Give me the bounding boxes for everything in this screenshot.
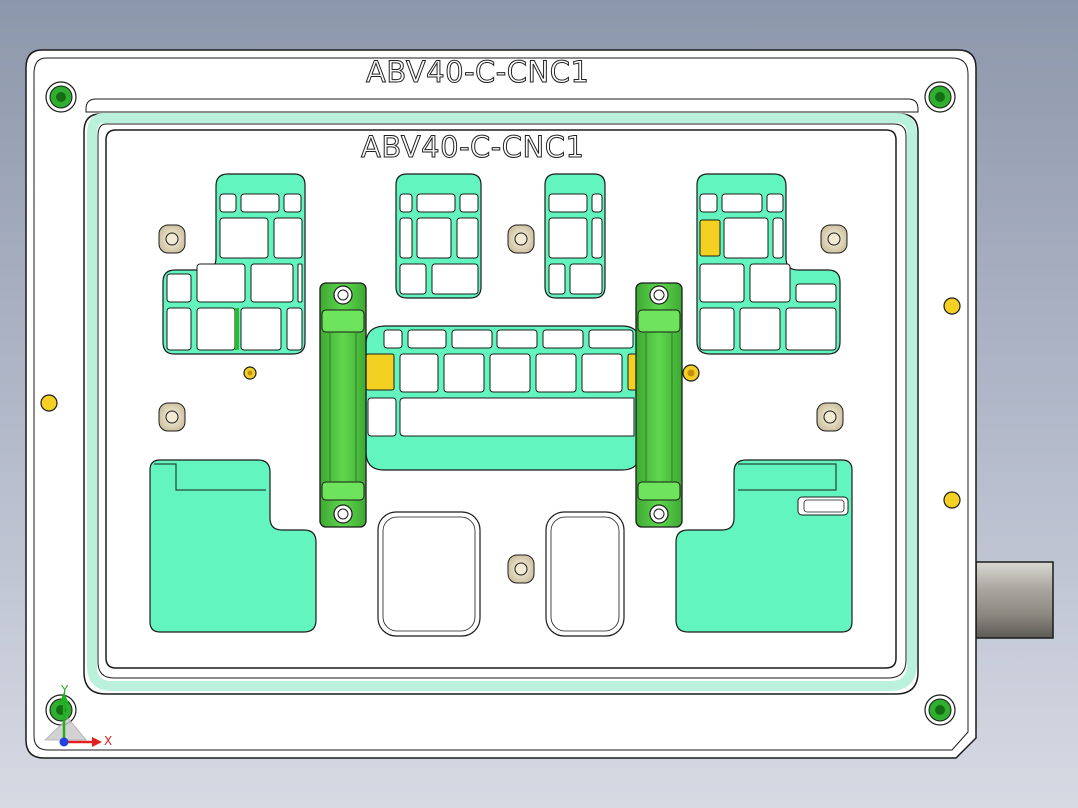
side-cylinder: [975, 561, 1054, 639]
clamp-left[interactable]: [319, 282, 367, 528]
axis-x-label: X: [104, 734, 112, 748]
pocket-bottom-left: [377, 511, 481, 637]
corner-screw-top-right: [924, 81, 956, 113]
axis-triad[interactable]: X Y: [44, 683, 112, 748]
pocket-mint-band: [87, 113, 917, 691]
inner-part-label: ABV40-C-CNC1: [361, 130, 584, 164]
clamp-right[interactable]: [635, 282, 683, 528]
hex-bolt: [820, 224, 848, 254]
dowel-pin: [40, 394, 58, 412]
pocket-rim: [85, 98, 919, 113]
locator-pad: [365, 353, 395, 391]
corner-screw-bottom-right: [924, 694, 956, 726]
locator-pad: [699, 219, 721, 257]
corner-screw-top-left: [45, 81, 77, 113]
pocket-lower-left: [149, 459, 317, 633]
keycap-pockets: [149, 173, 853, 637]
dowel-pin: [943, 297, 961, 315]
corner-screw-bottom-left: [45, 694, 77, 726]
hex-bolt: [158, 402, 186, 432]
hex-bolt: [816, 402, 844, 432]
hex-bolt: [158, 224, 186, 254]
dowel-pin: [943, 491, 961, 509]
hex-bolt: [507, 224, 535, 254]
slot: [797, 496, 849, 516]
axis-y-label: Y: [60, 683, 69, 697]
pocket-bottom-right: [545, 511, 625, 637]
outer-part-label: ABV40-C-CNC1: [366, 55, 589, 89]
hex-bolt: [507, 554, 535, 584]
